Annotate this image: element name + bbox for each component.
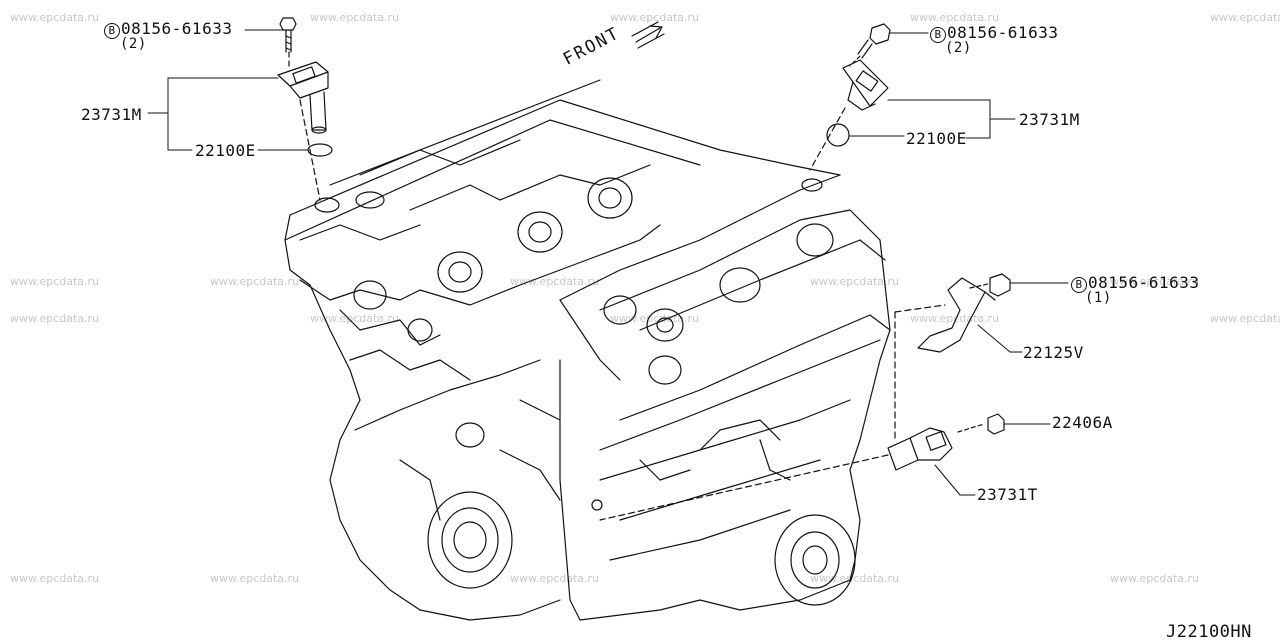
watermark-text: www.epcdata.ru <box>10 572 100 585</box>
leader-lines <box>147 29 1069 496</box>
watermark-text: www.epcdata.ru <box>310 312 400 325</box>
crank-sensor-drawing <box>599 413 1005 521</box>
bracket-drawing <box>894 273 1011 441</box>
front-arrow <box>631 21 665 49</box>
diagram-code: J22100HN <box>1166 622 1252 642</box>
bolt-bracket-part: 08156-61633 <box>1088 273 1200 292</box>
watermark-text: www.epcdata.ru <box>310 11 400 24</box>
watermark-text: www.epcdata.ru <box>1210 312 1280 325</box>
watermark-text: www.epcdata.ru <box>910 312 1000 325</box>
bolt-top-right-part: 08156-61633 <box>947 23 1059 42</box>
watermark-text: www.epcdata.ru <box>510 572 600 585</box>
watermark-text: www.epcdata.ru <box>810 275 900 288</box>
watermark-text: www.epcdata.ru <box>10 11 100 24</box>
watermark-text: www.epcdata.ru <box>610 11 700 24</box>
bolt-top-right-qty: (2) <box>945 40 972 56</box>
oring-right-label: 22100E <box>906 129 967 148</box>
sensor-left-label: 23731M <box>81 105 142 124</box>
watermark-text: www.epcdata.ru <box>1110 275 1200 288</box>
sensor-right-label: 23731M <box>1019 110 1080 129</box>
watermark-text: www.epcdata.ru <box>810 572 900 585</box>
bolt-b-mark: B <box>1071 277 1087 293</box>
watermark-text: www.epcdata.ru <box>610 312 700 325</box>
bolt-b-mark: B <box>930 27 946 43</box>
sensor-left-drawing <box>277 17 385 213</box>
bolt-top-left-qty: (2) <box>120 36 147 52</box>
bolt-bracket-qty: (1) <box>1085 290 1112 306</box>
bolt-top-left-part: 08156-61633 <box>121 19 233 38</box>
watermark-text: www.epcdata.ru <box>210 572 300 585</box>
watermark-text: www.epcdata.ru <box>1110 572 1200 585</box>
watermark-text: www.epcdata.ru <box>10 312 100 325</box>
sensor-right-drawing <box>801 23 891 192</box>
watermark-text: www.epcdata.ru <box>10 275 100 288</box>
watermark-text: www.epcdata.ru <box>1210 11 1280 24</box>
watermark-text: www.epcdata.ru <box>510 275 600 288</box>
crank-sensor-label: 23731T <box>977 485 1038 504</box>
watermark-text: www.epcdata.ru <box>910 11 1000 24</box>
watermark-text: www.epcdata.ru <box>210 275 300 288</box>
bracket-label: 22125V <box>1023 343 1084 362</box>
bolt-knock-label: 22406A <box>1052 413 1113 432</box>
oring-left-label: 22100E <box>195 141 256 160</box>
bolt-b-mark: B <box>104 23 120 39</box>
engine-block <box>284 79 891 621</box>
